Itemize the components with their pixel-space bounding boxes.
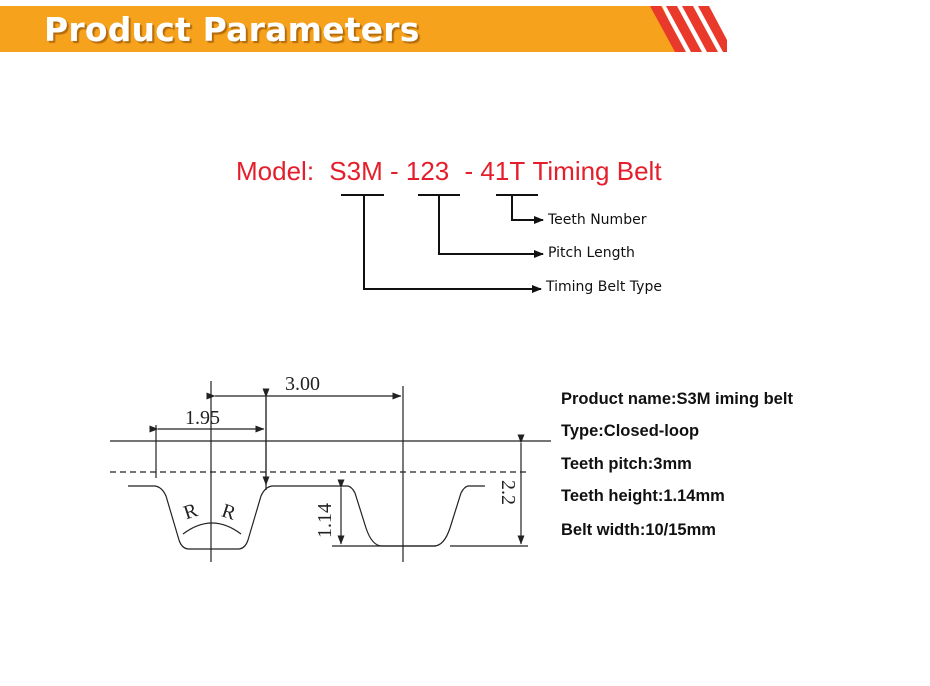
model-length-code: 123 [405,156,450,186]
radius-arc [182,522,242,535]
dim-text-total-height: 2.2 [497,480,519,505]
banner-stripe-2 [666,6,702,52]
connector-belt-type [363,195,542,293]
belt-tooth-profile [128,485,485,550]
banner-graphic [0,6,727,52]
connector-teeth-number [511,195,544,224]
label-pitch-length: Pitch Length [548,245,635,261]
spec-teeth-height: Teeth height:1.14mm [561,487,725,505]
model-prefix: Model: [236,156,315,186]
banner-stripe-3 [682,6,718,52]
banner-stripe-1 [650,6,686,52]
model-type-code: S3M [329,156,383,186]
model-teeth-code: 41T [480,156,526,186]
header-banner: Product Parameters [0,0,930,60]
dim-text-tooth-width: 1.95 [185,407,220,429]
spec-type: Type:Closed-loop [561,422,700,440]
label-teeth-number: Teeth Number [548,212,647,228]
model-suffix: Timing Belt [532,156,662,186]
model-code: Model: S3M - 123 - 41T Timing Belt [236,156,662,187]
model-separator-1: - [389,156,399,186]
model-separator-2: - [464,156,474,186]
label-belt-type: Timing Belt Type [546,279,662,295]
spec-belt-width: Belt width:10/15mm [561,521,716,539]
dim-text-tooth-height: 1.14 [314,503,336,538]
dim-text-pitch: 3.00 [285,373,320,395]
radius-label-right: R [219,500,239,525]
banner-bar [0,6,684,52]
connector-pitch-length [438,195,544,258]
spec-product-name: Product name:S3M iming belt [561,390,793,408]
banner-stripe-4 [698,6,727,52]
radius-label-left: R [181,499,201,524]
spec-teeth-pitch: Teeth pitch:3mm [561,455,692,473]
page-title: Product Parameters [44,10,420,49]
